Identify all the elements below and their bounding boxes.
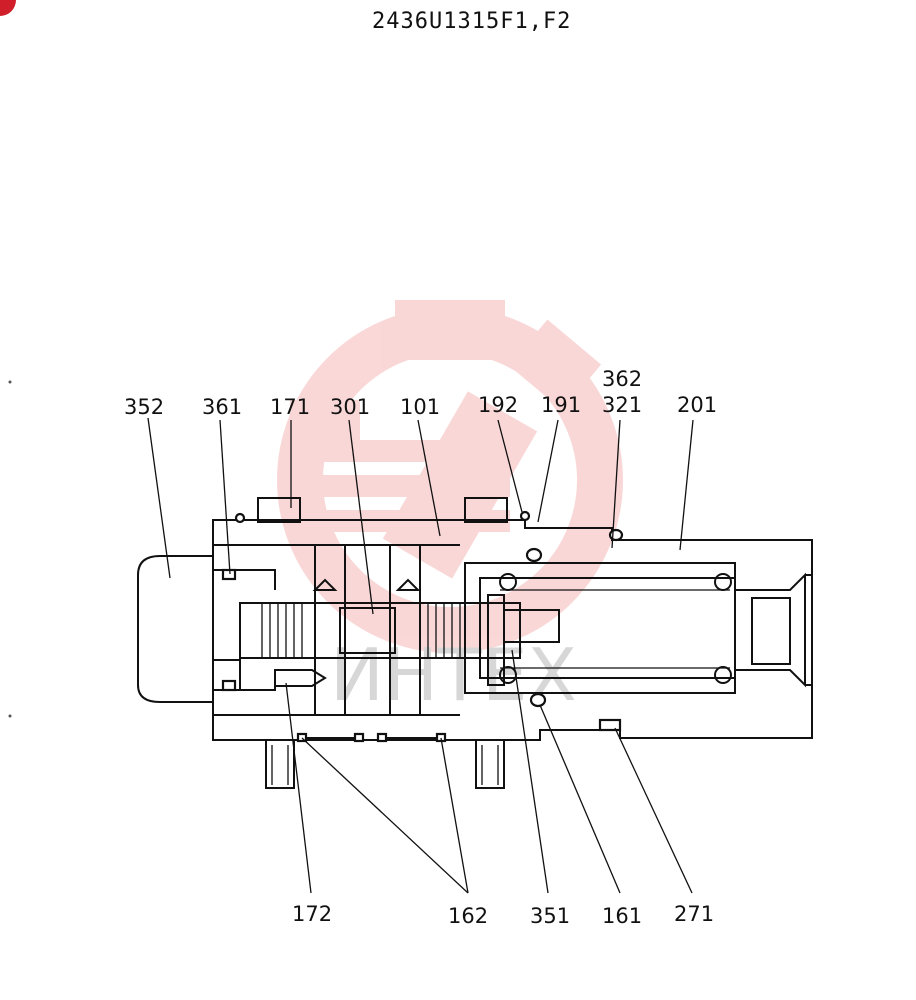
callout-101: 101 [400,395,440,419]
callout-321: 321 [602,393,642,417]
callout-171: 171 [270,395,310,419]
corner-badge [0,0,16,16]
edge-mark [8,380,12,384]
callout-162: 162 [448,904,488,928]
edge-mark [8,714,12,718]
callout-labels: 352 361 171 301 101 192 191 362 321 201 … [124,367,717,928]
callout-362: 362 [602,367,642,391]
leader-lines [147,417,694,894]
callout-161: 161 [602,904,642,928]
callout-361: 361 [202,395,242,419]
watermark-logo [277,300,623,653]
callout-191: 191 [541,393,581,417]
page-title: 2436U1315F1,F2 [372,9,571,34]
callout-301: 301 [330,395,370,419]
callout-201: 201 [677,393,717,417]
callout-172: 172 [292,902,332,926]
callout-271: 271 [674,902,714,926]
callout-192: 192 [478,393,518,417]
callout-351: 351 [530,904,570,928]
valve-drawing [137,497,813,789]
callout-352: 352 [124,395,164,419]
